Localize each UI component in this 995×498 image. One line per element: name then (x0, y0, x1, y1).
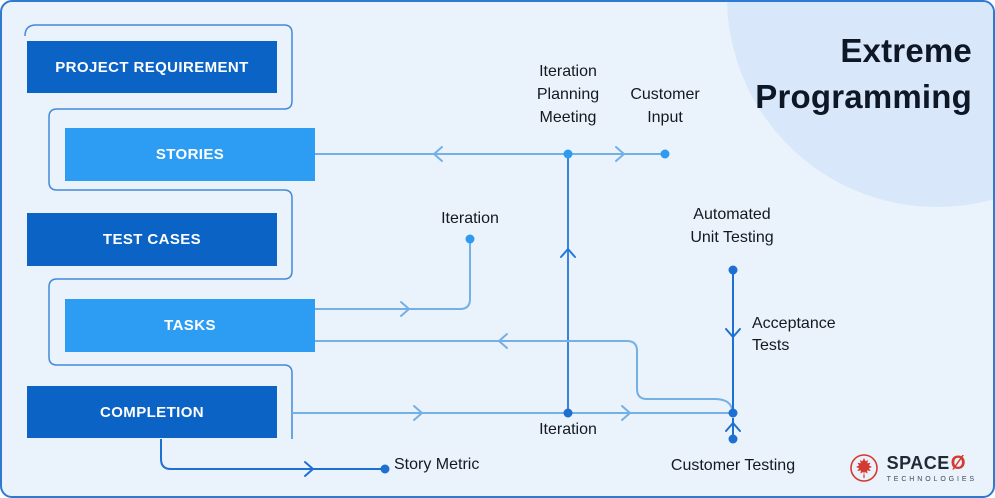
logo-slashed-o: Ø (950, 452, 966, 474)
box-stories: STORIES (65, 128, 315, 181)
tasks-iteration-line (315, 239, 471, 310)
arrow-right-icon (304, 461, 314, 477)
story-metric-line (160, 439, 385, 470)
arrow-left-icon (433, 146, 443, 162)
arrow-right-icon (621, 405, 631, 421)
label-iteration-planning-meeting: Iteration Planning Meeting (536, 63, 600, 126)
logo-wordmark: SPACE Ø TECHNOLOGIES (887, 454, 977, 483)
acceptance-feedback-line (315, 340, 733, 410)
connector-dot (728, 434, 738, 444)
connector-dot (563, 408, 573, 418)
box-test-cases: TEST CASES (27, 213, 277, 266)
logo-brand-text: SPACE (886, 453, 950, 473)
connector-dot (380, 464, 390, 474)
label-customer-testing: Customer Testing (670, 457, 796, 474)
box-completion: COMPLETION (27, 386, 277, 438)
arrow-right-icon (413, 405, 423, 421)
label-iteration-top: Iteration (441, 210, 499, 227)
logo-subtitle: TECHNOLOGIES (886, 475, 977, 483)
arrow-down-icon (725, 328, 741, 338)
spaceo-logo: SPACE Ø TECHNOLOGIES (848, 452, 977, 484)
connector-dot (563, 149, 573, 159)
arrow-left-icon (498, 333, 508, 349)
group-outline (24, 24, 293, 439)
arrow-right-icon (400, 301, 410, 317)
connector-dot (660, 149, 670, 159)
arrow-right-icon (615, 146, 625, 162)
label-acceptance-tests: Acceptance Tests (752, 315, 836, 354)
box-project-requirement: PROJECT REQUIREMENT (27, 41, 277, 93)
connector-dot (728, 265, 738, 275)
maple-leaf-icon (848, 452, 880, 484)
label-story-metric: Story Metric (394, 456, 480, 473)
page-title: Extreme Programming (755, 32, 972, 115)
arrow-up-icon (725, 422, 741, 432)
label-automated-unit-testing: Automated Unit Testing (690, 206, 774, 246)
box-tasks: TASKS (65, 299, 315, 352)
label-iteration-bottom: Iteration (539, 421, 597, 438)
label-customer-input: Customer Input (630, 86, 700, 126)
arrow-up-icon (560, 248, 576, 258)
connector-dot (728, 408, 738, 418)
connector-dot (465, 234, 475, 244)
